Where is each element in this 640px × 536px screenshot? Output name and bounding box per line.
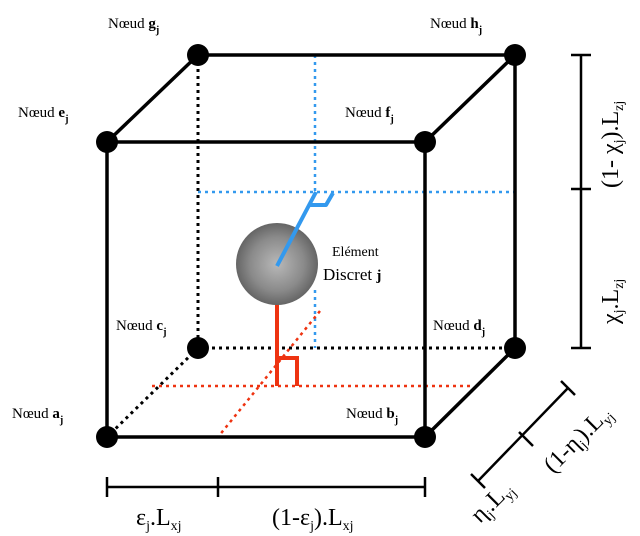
node-f-label: Nœud fj bbox=[345, 105, 394, 125]
edge-c-a bbox=[105, 346, 200, 439]
blue-right-angle-marker bbox=[310, 191, 335, 207]
z-dim-label-bottom: χj.Lzj bbox=[598, 279, 627, 325]
node-b-dot bbox=[414, 426, 436, 448]
y-dimension bbox=[470, 380, 576, 489]
x-dim-label-right: (1-εj).Lxj bbox=[272, 505, 354, 534]
node-b-label: Nœud bj bbox=[346, 406, 398, 426]
node-a-dot bbox=[96, 426, 118, 448]
element-label: Elément Discret j bbox=[323, 245, 381, 284]
y-dim-tick-mid bbox=[518, 431, 534, 447]
node-d-dot bbox=[504, 337, 526, 359]
y-dim-label-far: (1-ηj).Lyj bbox=[539, 400, 619, 480]
y-dim-tick-far bbox=[560, 380, 576, 396]
z-dimension bbox=[571, 53, 591, 350]
blue-projection bbox=[275, 191, 335, 267]
node-e-label: Nœud ej bbox=[18, 105, 68, 125]
edge-h-f bbox=[423, 53, 517, 144]
element-label-line2: Discret j bbox=[323, 265, 381, 284]
red-right-angle-marker bbox=[277, 356, 299, 386]
y-dim-tick-near bbox=[470, 473, 486, 489]
node-labels: Nœud gj Nœud hj Nœud ej Nœud fj Nœud cj … bbox=[12, 16, 485, 426]
node-a-label: Nœud aj bbox=[12, 406, 63, 426]
node-f-dot bbox=[414, 131, 436, 153]
node-g-dot bbox=[187, 44, 209, 66]
x-dim-label-left: εj.Lxj bbox=[136, 505, 182, 534]
y-dim-label-near: ηj.Lyj bbox=[466, 476, 520, 530]
node-d-label: Nœud dj bbox=[433, 318, 485, 338]
edge-g-e bbox=[105, 53, 200, 144]
node-c-label: Nœud cj bbox=[116, 318, 166, 338]
node-h-label: Nœud hj bbox=[430, 16, 482, 36]
node-c-dot bbox=[187, 337, 209, 359]
node-e-dot bbox=[96, 131, 118, 153]
red-diagonal-guide bbox=[217, 310, 321, 438]
nodes bbox=[96, 44, 526, 448]
node-g-label: Nœud gj bbox=[108, 16, 159, 36]
z-dim-label-top: (1- χj).Lzj bbox=[598, 101, 627, 188]
red-guides bbox=[152, 310, 472, 438]
hidden-edges bbox=[105, 55, 515, 439]
element-label-line1: Elément bbox=[332, 245, 379, 260]
node-h-dot bbox=[504, 44, 526, 66]
visible-edges bbox=[105, 53, 517, 439]
blue-diagonal-line bbox=[275, 191, 318, 267]
x-dimension bbox=[105, 477, 427, 497]
edge-b-d bbox=[423, 346, 517, 439]
